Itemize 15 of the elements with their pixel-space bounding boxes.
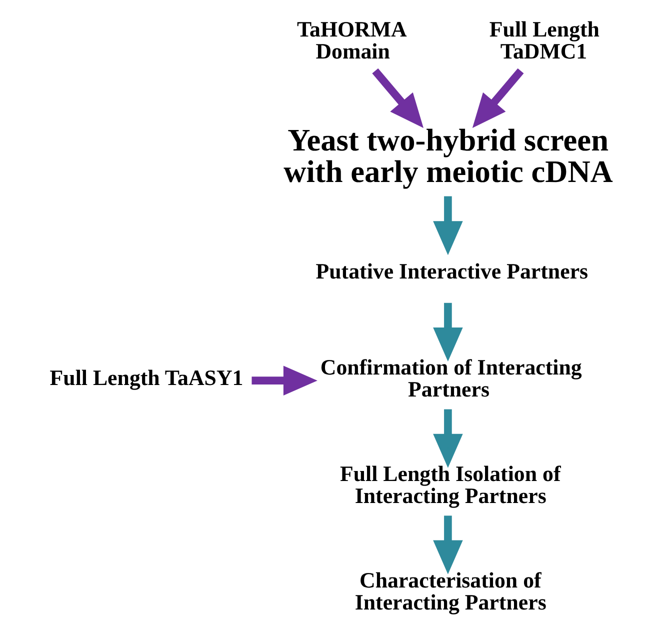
node-text: Confirmation of Interacting Partners — [320, 354, 582, 402]
arrow — [372, 68, 424, 128]
node-text: TaHORMA Domain — [296, 16, 407, 64]
arrow — [433, 409, 463, 468]
arrow — [472, 68, 524, 128]
arrow — [433, 196, 463, 256]
arrow — [433, 516, 463, 574]
arrow — [252, 366, 318, 396]
node-text: Characterisation of Interacting Partners — [354, 567, 546, 614]
node-text: Putative Interactive Partners — [316, 258, 588, 284]
node-text: Full Length TaASY1 — [50, 364, 244, 390]
arrow — [433, 302, 463, 362]
node-text: Yeast two-hybrid screen with early meiotic cDNA — [284, 122, 613, 189]
node-text: Full Length Isolation of Interacting Partners — [340, 461, 561, 508]
node-text: Full Length TaDMC1 — [489, 16, 600, 64]
